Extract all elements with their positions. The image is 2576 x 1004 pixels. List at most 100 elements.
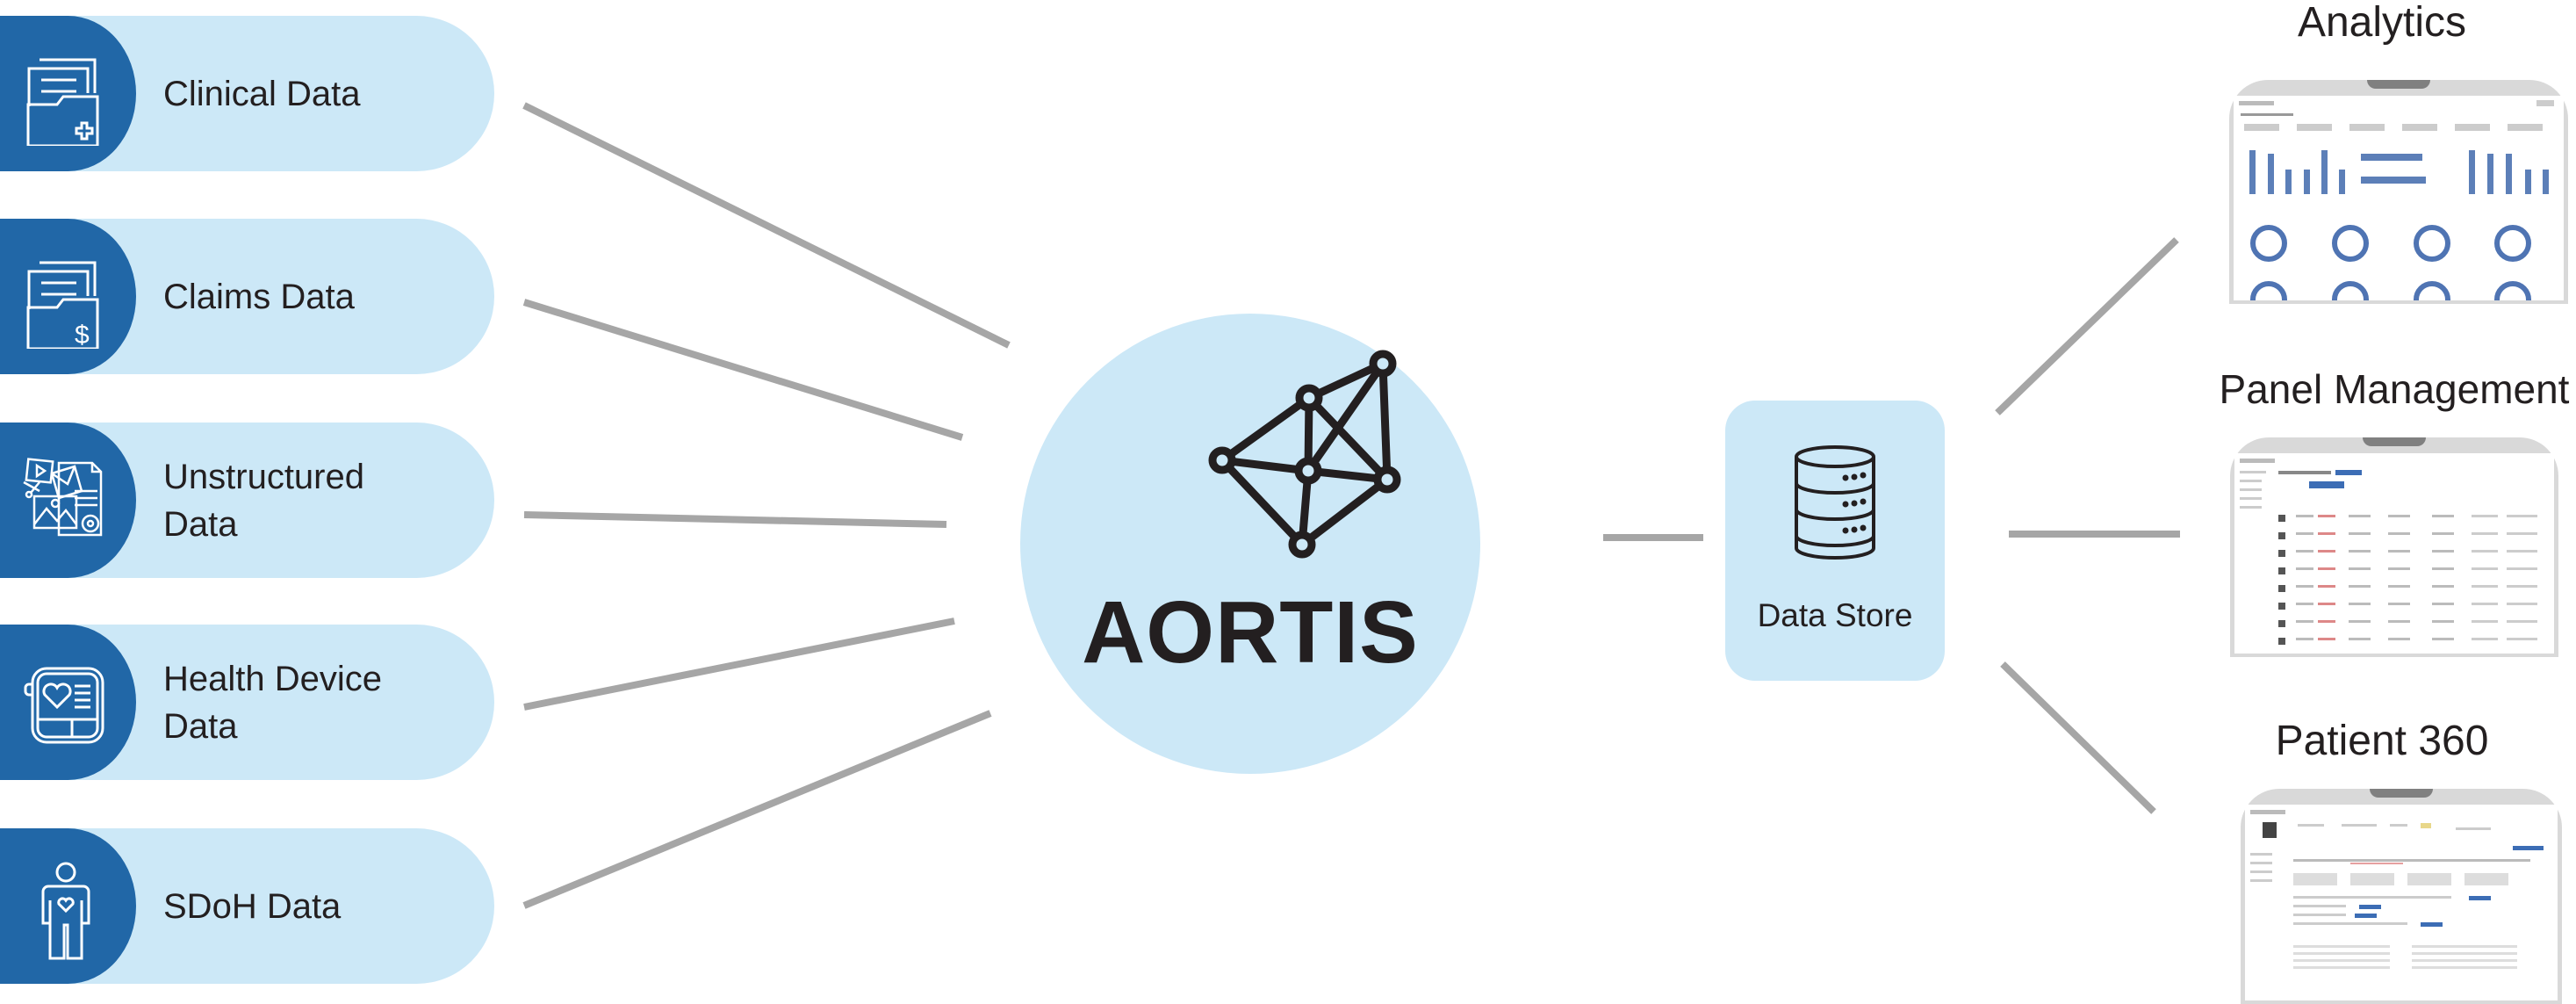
source-label-line-1: Health Device [163,659,383,698]
thumbnail-table-cell [2472,550,2498,553]
data-store-label: Data Store [1757,597,1913,633]
thumbnail-table-cell [2278,550,2285,557]
panel-management-screen-preview [2230,437,2558,657]
thumbnail-table-cell [2278,567,2285,574]
thumbnail-table-cell [2278,532,2285,539]
output-title-patient-360: Patient 360 [2275,718,2489,764]
connector-clinical-to-hub [522,102,1011,349]
thumbnail-table-cell [2318,603,2335,605]
aortis-hub: AORTIS [1020,314,1480,774]
thumbnail-table-cell [2349,515,2371,517]
thumbnail-table-cell [2388,567,2410,570]
thumbnail-table-cell [2432,515,2454,517]
thumbnail-table-cell [2296,585,2313,588]
connector-device-to-hub [523,618,955,711]
connector-sdoh-to-hub [522,710,992,909]
thumbnail-table-cell [2472,638,2498,640]
thumbnail-table-cell [2349,532,2371,535]
thumbnail-table-cell [2388,603,2410,605]
health-device-icon [24,667,104,744]
thumbnail-table-cell [2296,567,2313,570]
thumbnail-table-cell [2472,515,2498,517]
thumbnail-table-cell [2388,550,2410,553]
connector-claims-to-hub [522,299,964,441]
thumbnail-table-cell [2472,603,2498,605]
connector-store-to-analytics [1995,237,2179,415]
thumbnail-table-cell [2472,567,2498,570]
person-heart-icon [41,862,90,960]
claims-folder-icon: $ [26,261,99,349]
thumbnail-table-cell [2349,585,2371,588]
thumbnail-table-cell [2507,550,2537,553]
thumbnail-table-cell [2507,620,2537,623]
source-label: SDoH Data [163,886,342,926]
hub-title: AORTIS [1082,583,1419,682]
thumbnail-table-cell [2318,638,2335,640]
analytics-screen-preview [2229,80,2568,304]
thumbnail-table-cell [2432,567,2454,570]
thumbnail-table-cell [2507,638,2537,640]
thumbnail-table-cell [2296,532,2313,535]
source-clinical-data: Clinical Data [0,16,494,171]
source-sdoh-data: SDoH Data [0,828,494,984]
thumbnail-table-cell [2432,638,2454,640]
thumbnail-table-cell [2296,603,2313,605]
thumbnail-table-cell [2432,550,2454,553]
thumbnail-table-cell [2349,567,2371,570]
thumbnail-table-cell [2388,585,2410,588]
thumbnail-table-cell [2507,515,2537,517]
thumbnail-table-cell [2318,550,2335,553]
thumbnail-table-cell [2472,585,2498,588]
thumbnail-table-cell [2507,532,2537,535]
thumbnail-table-cell [2472,532,2498,535]
thumbnail-table-cell [2278,515,2285,522]
thumbnail-table-cell [2388,638,2410,640]
source-health-device-data: Health Device Data [0,625,494,780]
thumbnail-table-cell [2388,515,2410,517]
clinical-folder-icon [26,58,99,146]
connector-unstructured-to-hub [523,511,947,528]
thumbnail-table-cell [2349,620,2371,623]
source-label-line-2: Data [163,706,238,746]
thumbnail-table-cell [2388,532,2410,535]
data-store: Data Store [1725,401,1945,681]
source-unstructured-data: Unstructured Data [0,423,494,578]
thumbnail-table-cell [2296,638,2313,640]
thumbnail-table-cell [2278,603,2285,610]
thumbnail-table-cell [2278,620,2285,627]
thumbnail-table-cell [2296,620,2313,623]
thumbnail-table-cell [2296,515,2313,517]
thumbnail-table-cell [2318,515,2335,517]
source-label-line-1: Unstructured [163,457,364,496]
patient-360-thumbnail [2250,810,2544,969]
analytics-dashboard-thumbnail [2239,100,2554,300]
thumbnail-table-cell [2278,638,2285,645]
thumbnail-table-cell [2507,585,2537,588]
source-label: Clinical Data [163,74,361,113]
thumbnail-table-cell [2296,550,2313,553]
thumbnail-table-cell [2507,603,2537,605]
screen-notch [2367,80,2430,89]
thumbnail-table-cell [2432,620,2454,623]
source-claims-data: $ Claims Data [0,219,494,374]
thumbnail-table-cell [2507,567,2537,570]
connector-store-to-patient360 [2000,661,2156,814]
thumbnail-table-cell [2349,638,2371,640]
thumbnail-table-cell [2432,585,2454,588]
thumbnail-table-cell [2318,585,2335,588]
thumbnail-table-cell [2349,550,2371,553]
thumbnail-table-cell [2318,532,2335,535]
source-label: Claims Data [163,277,355,316]
panel-management-thumbnail [2240,459,2537,645]
thumbnail-table-cell [2318,567,2335,570]
unstructured-media-icon [23,458,103,537]
thumbnail-table-cell [2472,620,2498,623]
screen-notch [2370,789,2433,798]
svg-text:$: $ [75,321,90,349]
thumbnail-table-cell [2388,620,2410,623]
screen-notch [2363,437,2426,446]
thumbnail-table-cell [2432,603,2454,605]
patient-360-screen-preview [2241,789,2562,1004]
source-label-line-2: Data [163,504,238,544]
